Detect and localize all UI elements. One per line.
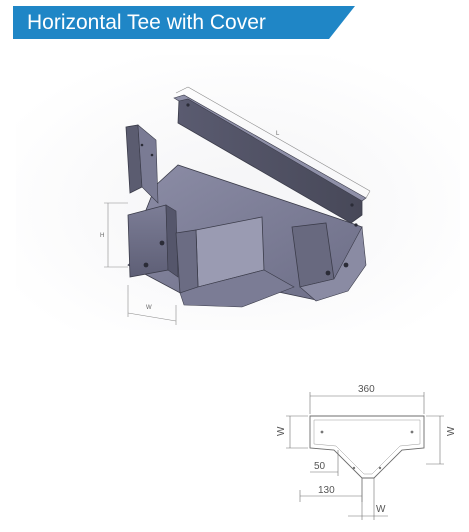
mounting-holes — [140, 103, 358, 276]
dim-50-label: 50 — [314, 461, 326, 472]
dim-360-line — [309, 392, 425, 414]
dim-left-w-line — [286, 415, 308, 449]
dim-left-w-label: W — [276, 426, 287, 436]
front-left-wall-end — [165, 204, 179, 278]
right-end-floor — [299, 226, 367, 302]
dim-bottom-w-line — [348, 478, 388, 520]
dim-360-label: 360 — [358, 384, 375, 395]
back-wall-top-flange — [173, 94, 367, 202]
dim-right-w-label: W — [446, 426, 457, 436]
dim-50-line — [310, 450, 339, 476]
branch-left-side — [175, 229, 199, 294]
tee-3d-render: H W L — [16, 55, 460, 330]
page-title: Horizontal Tee with Cover — [27, 11, 266, 34]
title-banner: Horizontal Tee with Cover — [13, 6, 355, 39]
branch-bottom — [179, 269, 295, 308]
dim-130-label: 130 — [318, 485, 335, 496]
tee-plan-drawing: 360 W W 50 130 W — [276, 384, 457, 520]
dim-right-w-line — [426, 415, 444, 465]
dim-label-h: H — [100, 233, 104, 239]
plan-holes — [320, 430, 414, 470]
dim-label-l: L — [276, 131, 280, 137]
dimension-lines — [104, 86, 371, 325]
plan-outline — [309, 415, 425, 479]
dim-label-w: W — [146, 305, 152, 311]
dim-bottom-w-label: W — [376, 504, 386, 515]
plan-inner-outline — [313, 419, 421, 475]
